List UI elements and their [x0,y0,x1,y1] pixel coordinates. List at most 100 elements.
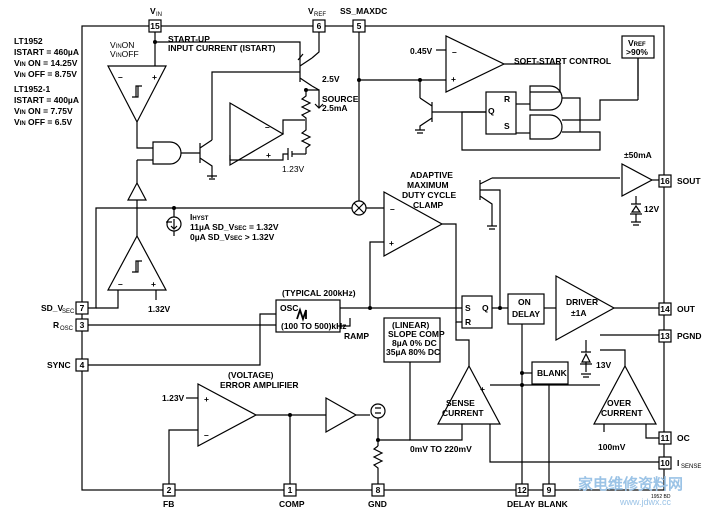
oscillator-block: OSC (100 TO 500)kHz [275,299,347,333]
svg-text:–: – [390,204,395,214]
svg-text:COMP: COMP [279,499,305,509]
duty-cycle-clamp-comparator: – + [383,190,444,258]
svg-text:S: S [504,121,510,131]
svg-text:0µA SD_VSEC > 1.32V: 0µA SD_VSEC > 1.32V [190,232,275,242]
svg-text:REF: REF [314,12,326,18]
svg-text:13: 13 [660,331,670,341]
pin-sout: 16 SOUT [658,174,701,188]
svg-text:(100 TO 500)kHz: (100 TO 500)kHz [281,321,347,331]
slope-comp-box: (LINEAR) SLOPE COMP 8µA 0% DC 35µA 80% D… [383,317,445,363]
svg-text:S: S [465,303,471,313]
svg-text:DELAY: DELAY [507,499,535,509]
svg-text:+: + [389,238,394,248]
svg-text:OUT: OUT [677,304,696,314]
svg-text:家电维修资料网: 家电维修资料网 [578,475,683,493]
svg-text:R: R [53,320,59,330]
pin-blank: 9 BLANK [538,483,569,509]
over-current-comparator: OVER CURRENT [592,364,658,425]
svg-text:+: + [451,74,456,84]
pin-gnd: 8 GND [368,483,387,509]
svg-text:SOFT-START CONTROL: SOFT-START CONTROL [514,56,611,66]
pwm-sr-latch: S R Q [461,295,493,329]
svg-text:IHYST: IHYST [190,212,209,222]
pin-sd-vsec: 7 SD_V SEC [41,301,89,315]
sense-current-comparator: SENSE CURRENT + [436,364,502,425]
svg-text:5: 5 [357,21,362,31]
svg-text:+: + [151,279,156,289]
svg-text:ISTART = 400µA: ISTART = 400µA [14,95,79,105]
svg-text:ERROR AMPLIFIER: ERROR AMPLIFIER [220,380,299,390]
svg-text:BLANK: BLANK [537,368,568,378]
svg-text:11µA SD_VSEC = 1.32V: 11µA SD_VSEC = 1.32V [190,222,279,232]
svg-text:–: – [118,72,123,82]
svg-text:(TYPICAL 200kHz): (TYPICAL 200kHz) [282,288,356,298]
svg-text:8µA 0% DC: 8µA 0% DC [392,338,437,348]
vref-90-box: VREF >90% [621,35,655,59]
pin-isense: 10 I SENSE [658,456,701,470]
svg-text:START-UP: START-UP [168,34,210,44]
lt1952-note: LT1952 ISTART = 460µA VIN ON = 14.25V VI… [14,36,79,79]
ic-outline [81,25,665,491]
svg-text:CLAMP: CLAMP [413,200,444,210]
svg-text:www.jdwx.cc: www.jdwx.cc [619,497,672,507]
svg-text:–: – [204,430,209,440]
error-amplifier: + – [197,382,258,448]
svg-text:–: – [265,122,270,132]
svg-text:SD_V: SD_V [41,303,64,313]
svg-text:DRIVER: DRIVER [566,297,598,307]
svg-text:2.5V: 2.5V [322,74,340,84]
svg-text:V: V [150,6,156,16]
svg-text:100mV: 100mV [598,442,626,452]
svg-text:SENSE: SENSE [446,398,475,408]
driver: DRIVER ±1A [555,274,616,342]
softstart-and-gate-1 [529,85,563,111]
pin-comp: 1 COMP [279,483,305,509]
pin-delay: 12 DELAY [507,483,535,509]
svg-text:>90%: >90% [626,47,648,57]
pin-sync: 4 SYNC [47,358,89,372]
svg-text:9: 9 [547,485,552,495]
sout-buffer [621,163,654,197]
svg-text:IN: IN [156,12,162,18]
svg-text:OSC: OSC [280,303,298,313]
svg-text:SLOPE COMP: SLOPE COMP [388,329,445,339]
svg-text:OC: OC [677,433,690,443]
pin-rosc: 3 R OSC [53,318,89,332]
svg-text:FB: FB [163,499,174,509]
vref-regulator-amp: – + [229,101,285,167]
svg-text:Q: Q [482,303,489,313]
svg-text:CURRENT: CURRENT [601,408,643,418]
svg-text:±50mA: ±50mA [624,150,652,160]
svg-text:+: + [204,394,209,404]
svg-text:RAMP: RAMP [344,331,369,341]
svg-text:+: + [152,72,157,82]
svg-text:6: 6 [317,21,322,31]
svg-text:0.45V: 0.45V [410,46,433,56]
svg-text:1.32V: 1.32V [148,304,171,314]
svg-text:SOUT: SOUT [677,176,701,186]
svg-text:12V: 12V [644,204,659,214]
pin-fb: 2 FB [162,483,176,509]
svg-text:CURRENT: CURRENT [442,408,484,418]
svg-text:2.5mA: 2.5mA [322,103,348,113]
svg-text:1952 BD: 1952 BD [651,494,671,500]
svg-text:DUTY CYCLE: DUTY CYCLE [402,190,456,200]
vin-uvlo-comparator: – + VINON VINOFF [107,40,167,124]
svg-text:35µA 80% DC: 35µA 80% DC [386,347,440,357]
pin-vin: 15 V IN [148,6,162,33]
svg-text:SS_MAXDC: SS_MAXDC [340,6,387,16]
svg-text:V: V [308,6,314,16]
svg-text:LT1952-1: LT1952-1 [14,84,50,94]
svg-text:DELAY: DELAY [512,309,540,319]
svg-text:10: 10 [660,458,670,468]
pin-out: 14 OUT [658,302,696,316]
svg-text:LT1952: LT1952 [14,36,43,46]
uvlo-buffer [127,181,147,201]
svg-text:VIN OFF = 8.75V: VIN OFF = 8.75V [14,69,77,79]
svg-text:VIN OFF = 6.5V: VIN OFF = 6.5V [14,117,73,127]
sd-vsec-comparator: – + [106,234,168,291]
pin-vref: 6 V REF [308,6,326,33]
svg-text:VIN ON = 7.75V: VIN ON = 7.75V [14,106,73,116]
svg-text:OSC: OSC [60,326,74,332]
svg-text:(LINEAR): (LINEAR) [392,320,429,330]
